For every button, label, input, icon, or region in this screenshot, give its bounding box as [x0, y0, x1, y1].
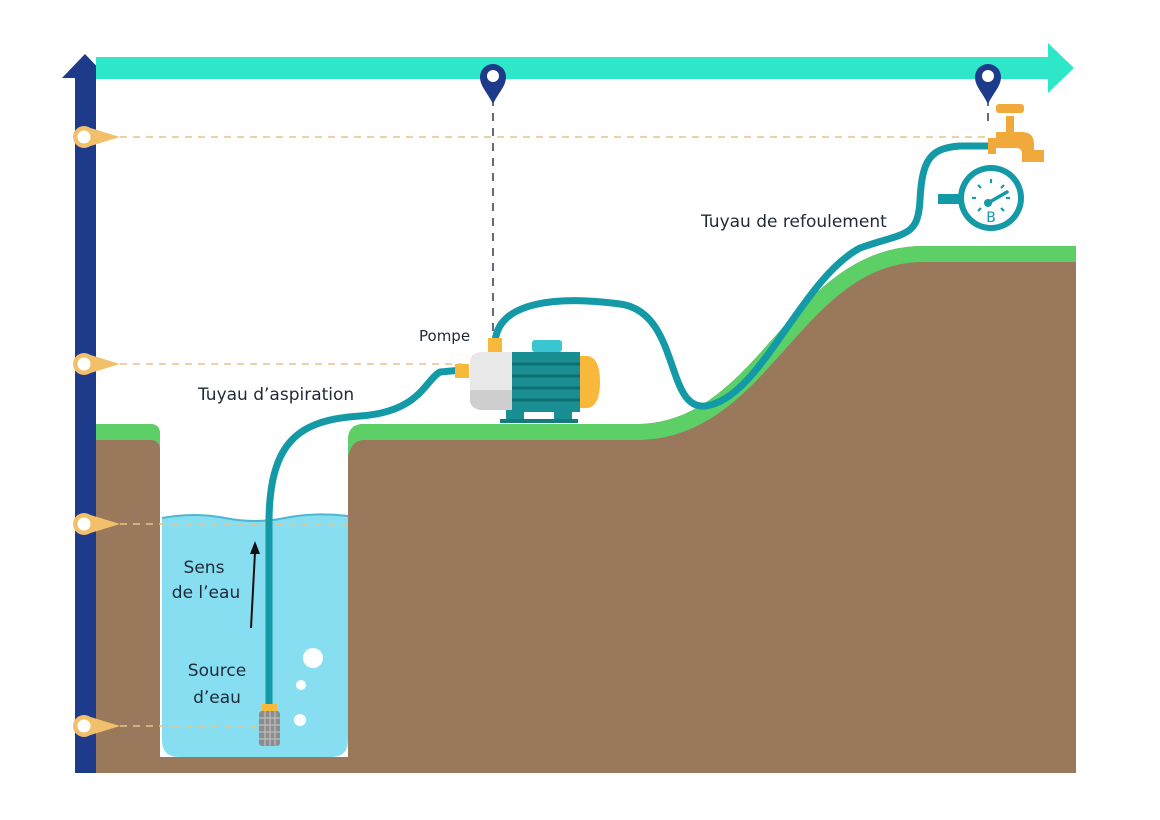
- bubble: [296, 680, 306, 690]
- location-pin-icon: [975, 64, 1001, 104]
- level-marker: [73, 513, 120, 535]
- horizontal-axis: [96, 43, 1074, 93]
- gauge-letter: B: [986, 210, 996, 226]
- main-ground: [348, 246, 1076, 773]
- well-bottom-ground: [160, 757, 348, 773]
- water-direction-label-line2: de l’eau: [172, 583, 240, 603]
- water-source-label-line2: d’eau: [193, 688, 241, 708]
- pump-icon: [455, 338, 600, 423]
- terrain: [96, 246, 1076, 773]
- discharge-pipe-label: Tuyau de refoulement: [700, 212, 887, 232]
- suction-pipe-label: Tuyau d’aspiration: [197, 385, 354, 405]
- level-markers: [73, 126, 120, 737]
- level-marker: [73, 353, 120, 375]
- main-grass: [348, 246, 1076, 456]
- pump-label: Pompe: [419, 327, 470, 345]
- location-pin-icon: [480, 64, 506, 104]
- water-source: [162, 514, 348, 757]
- water-direction-label-line1: Sens: [184, 558, 225, 578]
- water-source-label-line1: Source: [188, 661, 246, 681]
- arrow-up-icon: [250, 541, 260, 629]
- strainer-icon: [259, 704, 280, 746]
- left-ground: [96, 424, 160, 773]
- discharge-pipe: [491, 142, 992, 410]
- water-surface-line: [161, 513, 349, 522]
- level-guides: [120, 136, 990, 727]
- suction-pipe: [265, 366, 466, 710]
- level-marker: [73, 715, 120, 737]
- bubble: [294, 714, 306, 726]
- pressure-gauge-icon: B: [938, 165, 1024, 231]
- horizontal-axis-arrowhead: [1048, 43, 1074, 93]
- left-grass: [96, 424, 160, 450]
- bubble: [303, 648, 323, 668]
- faucet-icon: [988, 104, 1044, 162]
- level-marker: [73, 126, 120, 148]
